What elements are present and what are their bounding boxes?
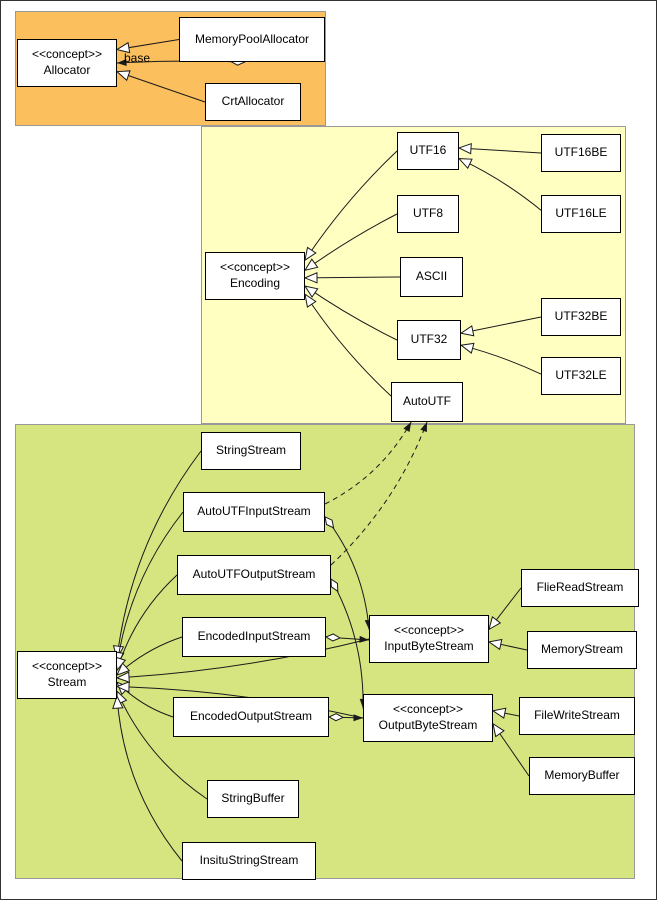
edge-insituStringStream-to-stream bbox=[117, 696, 183, 862]
edge-utf32be-to-utf32 bbox=[461, 316, 542, 333]
node-encodedOutputStream: EncodedOutputStream bbox=[173, 697, 329, 737]
node-utf8: UTF8 bbox=[397, 195, 459, 233]
node-label: InputByteStream bbox=[384, 639, 474, 653]
edge-autoUTF-to-encoding bbox=[305, 294, 392, 397]
node-insituStringStream: InsituStringStream bbox=[182, 842, 316, 880]
edge-utf16-to-encoding bbox=[305, 150, 398, 260]
edge-flieReadStream-to-inputByteStream bbox=[489, 587, 522, 629]
edge-memoryBuffer-to-outputByteStream bbox=[493, 724, 530, 777]
edge-utf16le-to-utf16 bbox=[459, 159, 542, 211]
node-stringBuffer: StringBuffer bbox=[207, 780, 299, 818]
edge-autoUTFInputStream-to-inputByteStream bbox=[325, 517, 369, 630]
node-label: <<concept>> bbox=[31, 659, 103, 674]
node-label: <<concept>> bbox=[392, 702, 464, 717]
node-utf32: UTF32 bbox=[397, 320, 461, 360]
node-label: UTF8 bbox=[413, 206, 443, 221]
edge-label-base: base bbox=[124, 51, 151, 65]
node-label: Encoding bbox=[229, 276, 281, 290]
edge-autoUTFOutputStream-to-autoUTF bbox=[330, 421, 428, 566]
node-utf32le: UTF32LE bbox=[541, 357, 621, 395]
node-label: UTF32 bbox=[410, 332, 448, 347]
node-label: Allocator bbox=[43, 63, 91, 77]
node-label: <<concept>> bbox=[393, 623, 465, 638]
node-label: InsituStringStream bbox=[199, 853, 299, 868]
node-encoding: <<concept>>Encoding bbox=[205, 252, 305, 300]
node-label: EncodedInputStream bbox=[197, 629, 311, 644]
node-label: EncodedOutputStream bbox=[189, 709, 313, 724]
edge-autoUTFOutputStream-to-stream bbox=[117, 574, 178, 670]
edge-encodedInputStream-to-inputByteStream bbox=[326, 637, 370, 640]
node-utf16: UTF16 bbox=[397, 132, 459, 170]
node-memoryPoolAllocator: MemoryPoolAllocator bbox=[179, 17, 325, 62]
edge-utf16be-to-utf16 bbox=[459, 148, 542, 153]
node-autoUTFInputStream: AutoUTFInputStream bbox=[183, 492, 325, 532]
edge-autoUTFInputStream-to-autoUTF bbox=[324, 421, 412, 505]
node-label: Stream bbox=[47, 675, 87, 689]
node-label: <<concept>> bbox=[219, 260, 291, 275]
node-flieReadStream: FlieReadStream bbox=[521, 569, 639, 607]
edge-crtAllocator-to-allocator bbox=[117, 72, 206, 103]
edge-ascii-to-encoding bbox=[305, 277, 401, 278]
node-label: CrtAllocator bbox=[221, 94, 285, 109]
node-crtAllocator: CrtAllocator bbox=[205, 83, 301, 121]
edge-memoryStream-to-inputByteStream bbox=[489, 642, 528, 651]
node-fileWriteStream: FileWriteStream bbox=[519, 697, 635, 735]
node-allocator: <<concept>>Allocator bbox=[17, 39, 117, 87]
node-label: UTF32BE bbox=[554, 309, 608, 324]
node-stream: <<concept>>Stream bbox=[17, 651, 117, 699]
node-memoryBuffer: MemoryBuffer bbox=[529, 757, 635, 795]
node-label: ASCII bbox=[415, 269, 448, 284]
node-memoryStream: MemoryStream bbox=[527, 631, 637, 669]
node-label: FlieReadStream bbox=[536, 580, 624, 595]
node-autoUTFOutputStream: AutoUTFOutputStream bbox=[177, 555, 331, 595]
node-label: AutoUTFInputStream bbox=[197, 504, 311, 519]
node-utf16le: UTF16LE bbox=[541, 195, 621, 233]
node-label: MemoryStream bbox=[540, 642, 623, 657]
node-label: StringStream bbox=[215, 443, 287, 458]
edge-utf8-to-encoding bbox=[305, 213, 398, 270]
node-label: AutoUTF bbox=[402, 394, 451, 409]
node-label: MemoryBuffer bbox=[544, 768, 620, 783]
node-outputByteStream: <<concept>>OutputByteStream bbox=[363, 694, 493, 742]
node-utf16be: UTF16BE bbox=[541, 134, 621, 172]
node-label: FileWriteStream bbox=[534, 708, 620, 723]
node-label: UTF16 bbox=[409, 143, 447, 158]
edge-encodedInputStream-to-stream bbox=[117, 636, 183, 675]
node-utf32be: UTF32BE bbox=[541, 298, 621, 336]
edge-stringBuffer-to-stream bbox=[117, 691, 208, 800]
node-ascii: ASCII bbox=[400, 257, 463, 297]
edge-fileWriteStream-to-outputByteStream bbox=[493, 711, 520, 716]
edge-utf32-to-encoding bbox=[305, 286, 398, 341]
edge-autoUTFOutputStream-to-outputByteStream bbox=[331, 579, 363, 709]
edge-utf32le-to-utf32 bbox=[461, 345, 542, 375]
node-stringStream: StringStream bbox=[201, 432, 301, 470]
node-label: OutputByteStream bbox=[378, 718, 478, 732]
node-label: AutoUTFOutputStream bbox=[192, 567, 316, 582]
node-label: UTF16LE bbox=[555, 206, 607, 221]
node-label: UTF16BE bbox=[554, 145, 608, 160]
edge-memoryPoolAllocator-to-allocator bbox=[117, 39, 180, 50]
node-label: StringBuffer bbox=[221, 791, 285, 806]
node-inputByteStream: <<concept>>InputByteStream bbox=[369, 615, 489, 663]
node-autoUTF: AutoUTF bbox=[391, 382, 463, 422]
edge-stringStream-to-stream bbox=[117, 450, 202, 658]
node-label: MemoryPoolAllocator bbox=[194, 31, 310, 46]
node-label: UTF32LE bbox=[555, 368, 607, 383]
edge-outputByteStream-to-stream bbox=[117, 687, 364, 719]
edge-autoUTFInputStream-to-stream bbox=[117, 511, 184, 664]
node-label: <<concept>> bbox=[31, 47, 103, 62]
node-encodedInputStream: EncodedInputStream bbox=[182, 617, 326, 657]
edge-encodedOutputStream-to-outputByteStream bbox=[329, 717, 364, 718]
